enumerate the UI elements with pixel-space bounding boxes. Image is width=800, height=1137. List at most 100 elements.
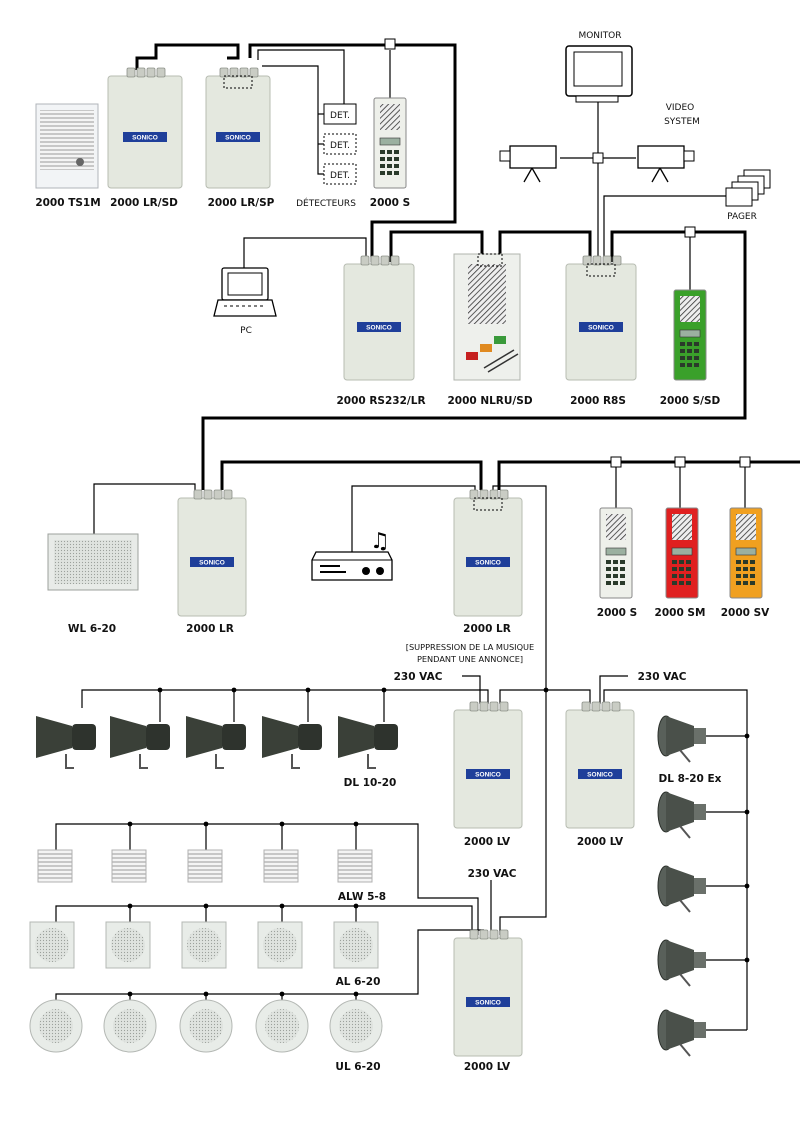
pc-icon	[213, 267, 277, 317]
label-nlru: 2000 NLRU/SD	[447, 395, 532, 407]
label-lv-3: 2000 LV	[464, 1061, 511, 1073]
ul-speaker	[329, 999, 383, 1053]
label-note-2: PENDANT UNE ANNONCE]	[417, 654, 523, 664]
label-s-top: 2000 S	[370, 197, 410, 209]
al-speakers	[29, 921, 379, 969]
wl-wall-speaker	[47, 533, 139, 591]
detectors: DET. DET. DET.	[323, 103, 357, 185]
horn-speaker	[338, 716, 398, 769]
nlru-panel	[453, 253, 521, 381]
det-label-3: DET.	[330, 171, 350, 181]
label-al: AL 6-20	[336, 976, 381, 988]
amp-lr-left: SONICO	[177, 489, 247, 617]
station-sm	[665, 507, 699, 599]
label-detecteurs: DÉTECTEURS	[296, 197, 356, 209]
amplifier-units: SONICO SONICO SONICO SONICO SONICO SONICO SONI…	[107, 67, 637, 1057]
music-note-icon: ♫	[370, 529, 390, 554]
label-sv: 2000 SV	[721, 607, 770, 619]
label-lr-sp: 2000 LR/SP	[208, 197, 275, 209]
pager-icon	[725, 169, 771, 207]
label-lr-sd: 2000 LR/SD	[110, 197, 178, 209]
sonico-badge: SONICO	[475, 1000, 501, 1007]
ex-horn-speaker	[657, 715, 706, 763]
ul-speakers	[29, 999, 383, 1053]
junction-boxes	[384, 38, 751, 468]
ul-speaker	[179, 999, 233, 1053]
alw-speaker	[187, 849, 223, 883]
sonico-badge: SONICO	[475, 772, 501, 779]
label-lr-left: 2000 LR	[186, 623, 234, 635]
label-ul: UL 6-20	[335, 1061, 380, 1073]
bus-wires	[135, 43, 800, 490]
al-speaker	[333, 921, 379, 969]
ex-horn-speaker	[657, 1009, 706, 1057]
horn-speakers	[36, 716, 398, 769]
horn-speaker	[186, 716, 246, 769]
station-sv	[729, 507, 763, 599]
ex-horn-speaker	[657, 939, 706, 987]
sonico-badge: SONICO	[475, 560, 501, 567]
label-ssd: 2000 S/SD	[660, 395, 721, 407]
label-video-2: SYSTEM	[664, 117, 700, 127]
amp-lv-1: SONICO	[453, 701, 523, 829]
label-rs232: 2000 RS232/LR	[336, 395, 425, 407]
label-dl820: DL 8-20 Ex	[659, 773, 722, 785]
label-monitor: MONITOR	[578, 31, 621, 41]
ex-horn-speaker	[657, 865, 706, 913]
al-speaker	[105, 921, 151, 969]
monitor-icon	[565, 45, 633, 103]
al-speaker	[257, 921, 303, 969]
sonico-badge: SONICO	[199, 560, 225, 567]
al-speaker	[181, 921, 227, 969]
label-alw: ALW 5-8	[338, 891, 386, 903]
label-video-1: VIDEO	[666, 103, 695, 113]
amp-lr-mid: SONICO	[453, 489, 523, 617]
station-s-mid	[599, 507, 633, 599]
ex-horn-speakers	[657, 715, 706, 1057]
label-vac-2: 230 VAC	[638, 671, 687, 683]
labels: 2000 TS1M 2000 LR/SD 2000 LR/SP DÉTECTEU…	[35, 31, 770, 1073]
det-label-2: DET.	[330, 141, 350, 151]
label-lr-mid: 2000 LR	[463, 623, 511, 635]
video-camera-icon-left	[499, 145, 557, 183]
label-pager: PAGER	[727, 212, 757, 222]
alw-speaker	[37, 849, 73, 883]
alw-speakers	[37, 849, 373, 883]
ts1m-device	[35, 103, 99, 189]
amp-lr-sp: SONICO	[205, 67, 271, 189]
label-sm: 2000 SM	[655, 607, 706, 619]
sonico-badge: SONICO	[132, 135, 158, 142]
horn-speaker	[262, 716, 322, 769]
junction-dots	[127, 687, 750, 997]
label-ts1m: 2000 TS1M	[35, 197, 100, 209]
label-note-1: [SUPPRESSION DE LA MUSIQUE	[406, 642, 534, 652]
video-camera-icon-right	[637, 145, 695, 183]
sonico-badge: SONICO	[366, 325, 392, 332]
sonico-badge: SONICO	[588, 325, 614, 332]
amp-r8s: SONICO	[565, 255, 637, 381]
thin-wires	[55, 49, 748, 1031]
amp-rs232: SONICO	[343, 255, 415, 381]
sonico-badge: SONICO	[225, 135, 251, 142]
amp-lv-3: SONICO	[453, 929, 523, 1057]
station-s-top	[373, 97, 407, 189]
label-pc: PC	[240, 326, 252, 336]
label-vac-1: 230 VAC	[394, 671, 443, 683]
sonico-badge: SONICO	[587, 772, 613, 779]
al-speaker	[29, 921, 75, 969]
ul-speaker	[255, 999, 309, 1053]
alw-speaker	[263, 849, 299, 883]
label-wl: WL 6-20	[68, 623, 116, 635]
amp-lr-sd: SONICO	[107, 67, 183, 189]
station-s-sd	[673, 289, 707, 381]
alw-speaker	[111, 849, 147, 883]
ul-speaker	[103, 999, 157, 1053]
horn-speaker	[110, 716, 170, 769]
radio-tuner-icon: ♫	[311, 529, 393, 581]
alw-speaker	[337, 849, 373, 883]
call-stations	[373, 97, 763, 599]
label-vac-3: 230 VAC	[468, 868, 517, 880]
label-lv-2: 2000 LV	[577, 836, 624, 848]
label-r8s: 2000 R8S	[570, 395, 626, 407]
label-lv-1: 2000 LV	[464, 836, 511, 848]
